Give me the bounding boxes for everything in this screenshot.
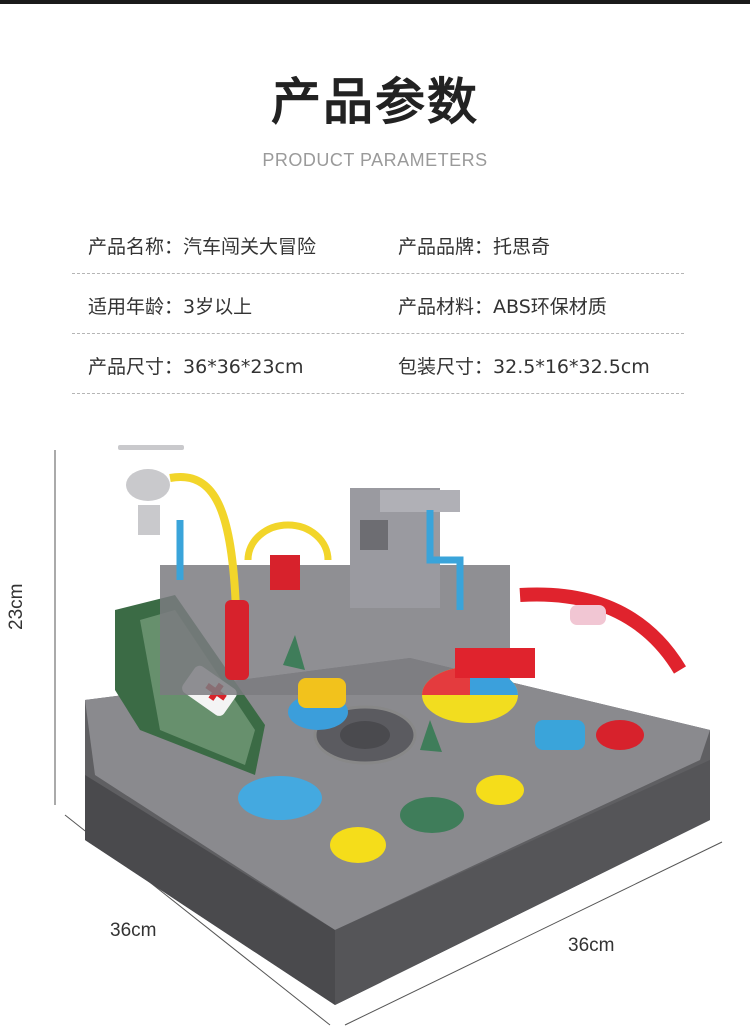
spec-value: 32.5*16*32.5cm [493, 356, 650, 378]
spec-size: 产品尺寸：36*36*23cm [88, 352, 304, 379]
spec-value: 汽车闯关大冒险 [183, 236, 317, 258]
spiral-center [340, 721, 390, 749]
spec-row: 适用年龄：3岁以上 产品材料：ABS环保材质 [72, 274, 684, 334]
spec-label: 产品材料： [398, 296, 494, 318]
yellow-button-right [476, 775, 524, 805]
spec-material: 产品材料：ABS环保材质 [398, 292, 607, 319]
spec-package-size: 包装尺寸：32.5*16*32.5cm [398, 352, 650, 379]
red-track [519, 587, 687, 674]
spec-value: 托思奇 [493, 236, 551, 258]
width-dimension-line [344, 841, 723, 1026]
spec-label: 包装尺寸： [398, 356, 494, 378]
red-building [270, 555, 300, 590]
blue-button [238, 776, 322, 820]
spec-product-name: 产品名称：汽车闯关大冒险 [88, 232, 316, 259]
blue-pipe [426, 510, 464, 610]
spec-brand: 产品品牌：托思奇 [398, 232, 550, 259]
spec-label: 产品尺寸： [88, 356, 184, 378]
spec-value: ABS环保材质 [493, 296, 607, 318]
spec-age: 适用年龄：3岁以上 [88, 292, 252, 319]
page-title: 产品参数 [271, 73, 479, 131]
spec-label: 产品品牌： [398, 236, 494, 258]
yellow-button-left [330, 827, 386, 863]
base-front-left [85, 775, 335, 1005]
pink-car [570, 605, 606, 625]
spec-row: 产品尺寸：36*36*23cm 包装尺寸：32.5*16*32.5cm [72, 334, 684, 394]
top-bar [0, 0, 750, 4]
depth-label: 36cm [110, 920, 157, 941]
spec-row: 产品名称：汽车闯关大冒险 产品品牌：托思奇 [72, 214, 684, 274]
yellow-pipe [169, 473, 240, 611]
red-roof [455, 648, 535, 678]
page-subtitle: PRODUCT PARAMETERS [262, 150, 488, 170]
crane-arm [380, 490, 460, 512]
product-illustration: 23cm 36cm 36cm [0, 430, 750, 1029]
helicopter-body [126, 469, 170, 501]
width-label: 36cm [568, 935, 615, 956]
red-button [596, 720, 644, 750]
spec-label: 产品名称： [88, 236, 184, 258]
spec-value: 36*36*23cm [183, 356, 304, 378]
blue-lever [535, 720, 585, 750]
toy-track-image [54, 445, 723, 1026]
tree [283, 635, 305, 670]
school-bus [298, 678, 346, 708]
base-front-right [335, 760, 710, 1005]
spec-label: 适用年龄： [88, 296, 184, 318]
helicopter-stand [138, 505, 160, 535]
crane-window [360, 520, 388, 550]
spec-value: 3岁以上 [183, 296, 253, 318]
height-label: 23cm [6, 583, 27, 630]
helicopter-rotor [118, 445, 184, 450]
green-dial [400, 797, 464, 833]
yellow-bridge [244, 521, 332, 561]
tree [420, 720, 442, 752]
red-tower [225, 600, 249, 680]
spec-table: 产品名称：汽车闯关大冒险 产品品牌：托思奇 适用年龄：3岁以上 产品材料：ABS… [72, 214, 684, 394]
